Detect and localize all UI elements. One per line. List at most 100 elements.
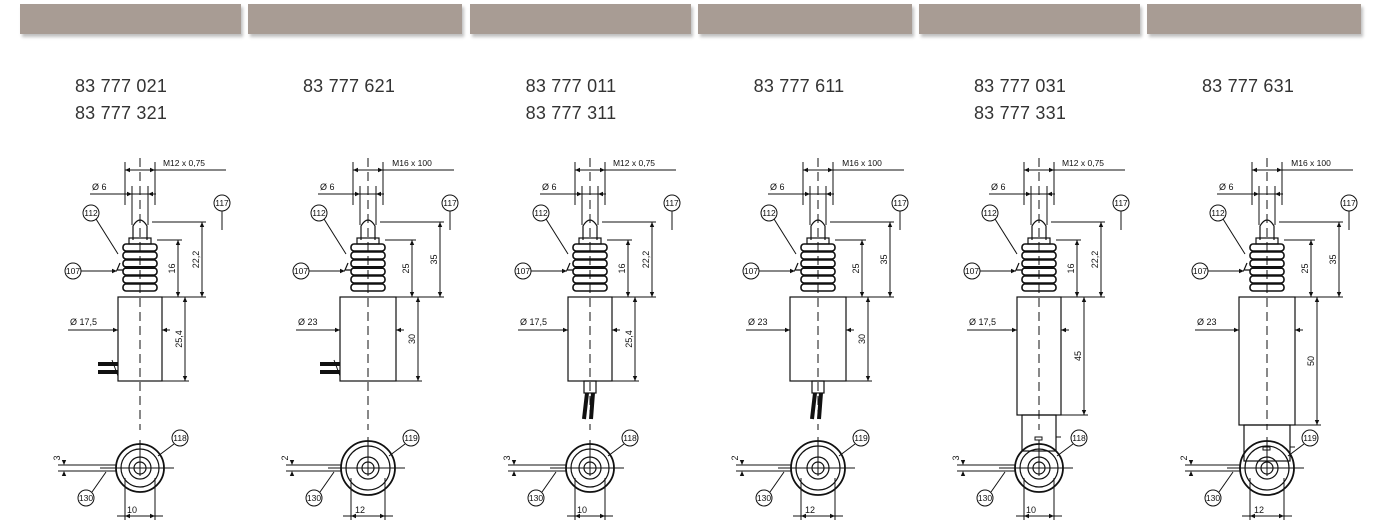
arrowhead <box>1314 420 1320 425</box>
arrowhead <box>1011 268 1016 274</box>
arrowhead <box>1098 222 1104 227</box>
arrowhead <box>199 292 205 297</box>
body-dim: 30 <box>407 334 417 344</box>
arrowhead <box>865 376 871 381</box>
arrowhead <box>409 240 415 245</box>
arrowhead <box>125 167 130 173</box>
thread-ring <box>1249 243 1285 252</box>
across-dim: 12 <box>355 505 365 515</box>
washer-clip <box>1243 262 1250 271</box>
arrowhead <box>1308 240 1314 245</box>
arrowhead <box>805 191 810 197</box>
arrowhead <box>175 240 181 245</box>
callout-edge: 130 <box>978 493 992 503</box>
header-bar <box>20 4 241 34</box>
arrowhead <box>1081 297 1087 302</box>
callout-leader <box>388 443 406 457</box>
body-dia-label: Ø 23 <box>1197 317 1217 327</box>
technical-drawing: M12 x 0,75Ø 6Ø 17,51622,225,411210711731… <box>52 158 231 520</box>
callout-leader <box>990 471 1006 493</box>
thread-label: M12 x 0,75 <box>163 158 205 168</box>
callout-view-circle <box>1301 429 1319 447</box>
callout-leader <box>541 471 557 493</box>
thread-ring <box>1249 275 1285 284</box>
header-bar <box>919 4 1140 34</box>
pin-dia-label: Ø 6 <box>92 182 107 192</box>
callout-view: 118 <box>1072 433 1086 443</box>
thread-ring <box>1021 243 1057 252</box>
callout-view: 118 <box>623 433 637 443</box>
plunger-pin <box>1031 219 1047 240</box>
upper-dim: 25 <box>1300 263 1310 273</box>
arrowhead <box>1188 460 1194 465</box>
arrowhead <box>1314 297 1320 302</box>
flat-dim: 2 <box>280 455 290 460</box>
body-dia-label: Ø 23 <box>298 317 318 327</box>
technical-drawing: M12 x 0,75Ø 6Ø 17,51622,2451121071173101… <box>951 158 1130 520</box>
arrowhead <box>1254 191 1259 197</box>
plunger-pin <box>582 219 598 240</box>
callout-leader <box>95 218 119 255</box>
side-wire <box>98 362 118 374</box>
arrowhead <box>1250 513 1255 519</box>
callout-nut-circle <box>1209 204 1227 222</box>
callout-nut: 112 <box>983 208 997 218</box>
header-bar <box>248 4 462 34</box>
part-number: 83 777 321 <box>74 103 168 123</box>
callout-edge: 130 <box>79 493 93 503</box>
thread-ring <box>350 251 386 260</box>
callout-pin: 117 <box>1342 198 1356 208</box>
arrowhead <box>887 292 893 297</box>
nut-band <box>575 266 605 269</box>
arrowhead <box>1024 167 1029 173</box>
thread-ring <box>572 275 608 284</box>
callout-edge-circle <box>976 489 994 507</box>
flat-dim: 2 <box>730 455 740 460</box>
arrowhead <box>1024 513 1029 519</box>
thread-ring <box>122 243 158 252</box>
arrowhead <box>632 297 638 302</box>
callout-nut: 112 <box>84 208 98 218</box>
thread-label: M16 x 100 <box>392 158 432 168</box>
nut-band <box>803 266 833 269</box>
arrowhead <box>1026 191 1031 197</box>
bottom-wire <box>582 392 595 420</box>
arrowhead <box>577 191 582 197</box>
callout-leader <box>91 471 107 493</box>
callout-leader <box>838 443 856 457</box>
arrowhead <box>378 167 383 173</box>
arrowhead <box>600 167 605 173</box>
nut-band <box>1024 266 1054 269</box>
arrowhead <box>859 292 865 297</box>
callout-leader <box>1222 218 1246 255</box>
callout-leader <box>545 218 569 255</box>
arrowhead <box>175 292 181 297</box>
upper-dim: 16 <box>1066 263 1076 273</box>
arrowhead <box>1239 268 1244 274</box>
callout-leader <box>157 443 175 457</box>
arrowhead <box>960 460 966 465</box>
thread-ring <box>1249 283 1285 292</box>
washer-clip <box>1015 262 1022 271</box>
thread-ring <box>800 251 836 260</box>
upper-total-dim: 35 <box>1328 254 1338 264</box>
part-number: 83 777 621 <box>302 76 396 96</box>
header-bar <box>698 4 912 34</box>
arrowhead <box>1336 222 1342 227</box>
arrowhead <box>61 471 67 476</box>
arrowhead <box>415 297 421 302</box>
flat-dim: 3 <box>951 455 961 460</box>
arrowhead <box>1252 167 1257 173</box>
arrowhead <box>739 460 745 465</box>
arrowhead <box>1074 240 1080 245</box>
arrowhead <box>289 471 295 476</box>
